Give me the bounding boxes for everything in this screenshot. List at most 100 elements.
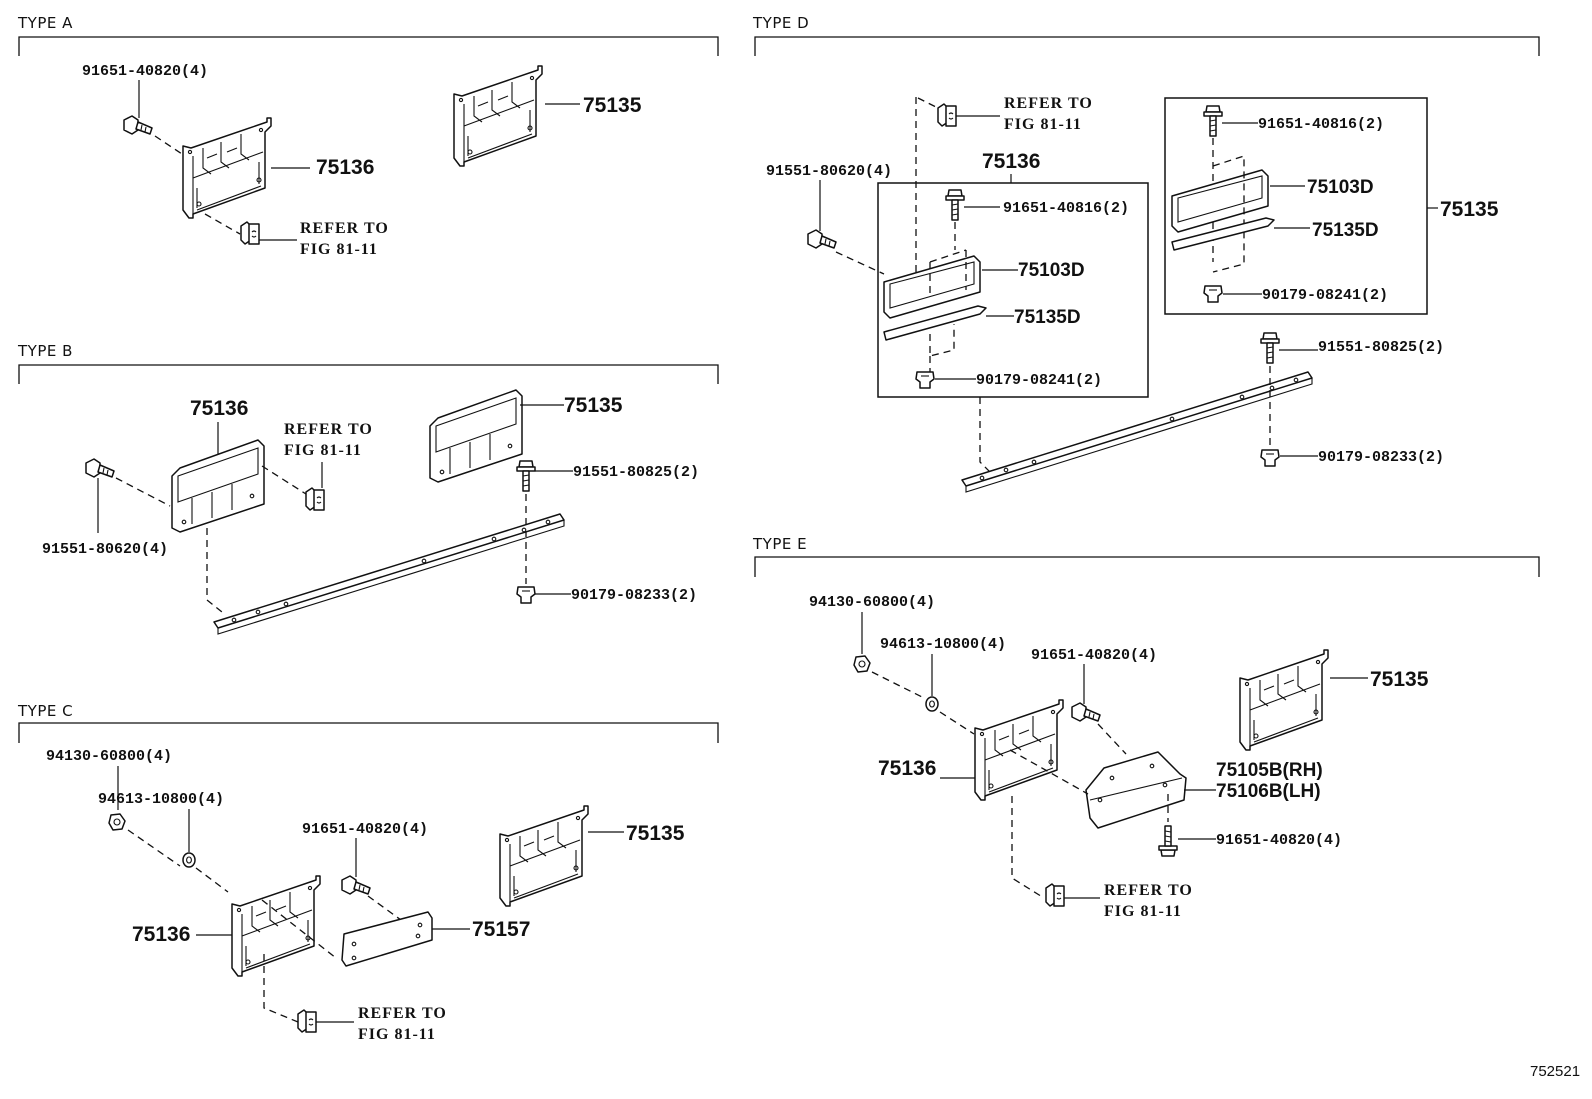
- section-frame: [18, 722, 719, 743]
- part-label-nut[interactable]: 90179-08233(2): [1318, 449, 1444, 466]
- section-type-e: TYPE E 94130-60800(4) 94613-10800(4) 916…: [752, 535, 1540, 920]
- nut-icon: [915, 371, 935, 389]
- part-label-nut-in-right[interactable]: 90179-08241(2): [1262, 287, 1388, 304]
- bracket-75136-drawing: [974, 699, 1064, 801]
- clip-icon: [297, 1009, 317, 1033]
- section-frame: [754, 36, 1540, 56]
- part-label-bolt[interactable]: 91551-80825(2): [1318, 339, 1444, 356]
- section-frame: [754, 556, 1540, 577]
- part-label-plate[interactable]: 75135: [626, 822, 685, 845]
- section-type-b: TYPE B 75136 91551-80620(4) REFER TO FIG…: [17, 342, 719, 635]
- washer-icon: [925, 696, 939, 712]
- part-label-nut[interactable]: 94130-60800(4): [809, 594, 935, 611]
- section-frame: [18, 364, 719, 384]
- nut-icon: [1260, 449, 1280, 467]
- part-label-bracket[interactable]: 75136: [878, 757, 936, 780]
- screw-icon: [85, 458, 115, 478]
- bolt-icon: [945, 189, 965, 221]
- part-label-strip-right[interactable]: 75135D: [1312, 220, 1379, 241]
- section-type-c: TYPE C 94130-60800(4) 94613-10800(4) 751…: [17, 702, 719, 1043]
- screw-icon: [341, 875, 371, 895]
- section-title: TYPE E: [752, 535, 807, 553]
- part-label-plate[interactable]: 75135: [564, 394, 623, 417]
- part-label-assy-right[interactable]: 75135: [1440, 198, 1499, 221]
- clip-icon: [305, 487, 325, 511]
- part-label-screw-left[interactable]: 91551-80620(4): [42, 541, 168, 558]
- part-label-screw-left[interactable]: 91551-80620(4): [766, 163, 892, 180]
- section-title: TYPE B: [17, 342, 73, 360]
- section-title: TYPE D: [752, 14, 809, 32]
- refer-to-line2[interactable]: FIG 81-11: [1104, 903, 1182, 920]
- part-label-bolt-in-left[interactable]: 91651-40816(2): [1003, 200, 1129, 217]
- clip-icon: [240, 221, 260, 245]
- bolt-icon: [1260, 332, 1280, 364]
- refer-to-line1[interactable]: REFER TO: [284, 421, 373, 438]
- part-label-nut-in-left[interactable]: 90179-08241(2): [976, 372, 1102, 389]
- part-label-frame-left[interactable]: 75103D: [1018, 260, 1085, 281]
- plate-75135-drawing: [499, 805, 589, 907]
- nut-icon: [1203, 285, 1223, 303]
- part-label-washer[interactable]: 94613-10800(4): [98, 791, 224, 808]
- clip-icon: [1045, 883, 1065, 907]
- part-label-nut[interactable]: 94130-60800(4): [46, 748, 172, 765]
- stay-drawing: [1085, 751, 1187, 829]
- refer-to-line1[interactable]: REFER TO: [300, 220, 389, 237]
- part-label-screw[interactable]: 91651-40820(4): [82, 63, 208, 80]
- bolt-icon: [1158, 825, 1178, 857]
- assembly-box-75136: [877, 182, 1149, 398]
- bolt-icon: [516, 460, 536, 492]
- bracket-75136-drawing: [231, 875, 321, 977]
- assembly-box-75135: [1164, 97, 1428, 315]
- refer-to-line2[interactable]: FIG 81-11: [284, 442, 362, 459]
- part-label-screw-bottom[interactable]: 91651-40820(4): [1216, 832, 1342, 849]
- part-label-nut[interactable]: 90179-08233(2): [571, 587, 697, 604]
- section-type-a: TYPE A 91651-40820(4) 75136 REFER TO FIG…: [17, 14, 719, 258]
- part-label-plate[interactable]: 75135: [583, 94, 642, 117]
- refer-to-line2[interactable]: FIG 81-11: [1004, 116, 1082, 133]
- section-title: TYPE A: [17, 14, 73, 32]
- part-label-strip-left[interactable]: 75135D: [1014, 307, 1081, 328]
- screw-icon: [1071, 702, 1101, 722]
- retainer-bar-drawing: [961, 371, 1313, 493]
- section-title: TYPE C: [17, 702, 73, 720]
- strip-75135d-drawing: [1171, 217, 1275, 251]
- part-label-washer[interactable]: 94613-10800(4): [880, 636, 1006, 653]
- part-label-frame-right[interactable]: 75103D: [1307, 177, 1374, 198]
- part-label-stay-lh[interactable]: 75106B(LH): [1216, 781, 1321, 802]
- part-label-bolt[interactable]: 91551-80825(2): [573, 464, 699, 481]
- part-label-plate[interactable]: 75135: [1370, 668, 1429, 691]
- washer-icon: [182, 852, 196, 868]
- part-label-bracket[interactable]: 75136: [190, 397, 248, 420]
- part-label-assy-left[interactable]: 75136: [982, 150, 1040, 173]
- figure-id: 752521: [1530, 1063, 1580, 1080]
- part-label-reinforcement[interactable]: 75157: [472, 918, 530, 941]
- bracket-75136-drawing: [182, 117, 272, 219]
- screw-icon: [123, 115, 153, 135]
- plate-75135-drawing: [429, 389, 523, 483]
- screw-icon: [807, 229, 837, 249]
- refer-to-line1[interactable]: REFER TO: [358, 1005, 447, 1022]
- refer-to-line1[interactable]: REFER TO: [1104, 882, 1193, 899]
- plate-75135-drawing: [453, 65, 543, 167]
- part-label-screw[interactable]: 91651-40820(4): [302, 821, 428, 838]
- section-frame: [18, 36, 719, 56]
- refer-to-line2[interactable]: FIG 81-11: [300, 241, 378, 258]
- hex-nut-icon: [108, 813, 126, 831]
- part-label-stay-rh[interactable]: 75105B(RH): [1216, 760, 1323, 781]
- part-label-bracket[interactable]: 75136: [316, 156, 374, 179]
- refer-to-line2[interactable]: FIG 81-11: [358, 1026, 436, 1043]
- part-label-bolt-in-right[interactable]: 91651-40816(2): [1258, 116, 1384, 133]
- reinforcement-75157-drawing: [341, 911, 433, 967]
- clip-icon: [937, 103, 957, 127]
- refer-to-line1[interactable]: REFER TO: [1004, 95, 1093, 112]
- bracket-75136-drawing: [171, 439, 265, 533]
- retainer-bar-drawing: [213, 513, 565, 635]
- hex-nut-icon: [853, 655, 871, 673]
- part-label-bracket[interactable]: 75136: [132, 923, 190, 946]
- strip-75135d-drawing: [883, 305, 987, 341]
- part-label-screw-top[interactable]: 91651-40820(4): [1031, 647, 1157, 664]
- bolt-icon: [1203, 105, 1223, 137]
- plate-75135-drawing: [1239, 649, 1329, 751]
- nut-icon: [516, 586, 536, 604]
